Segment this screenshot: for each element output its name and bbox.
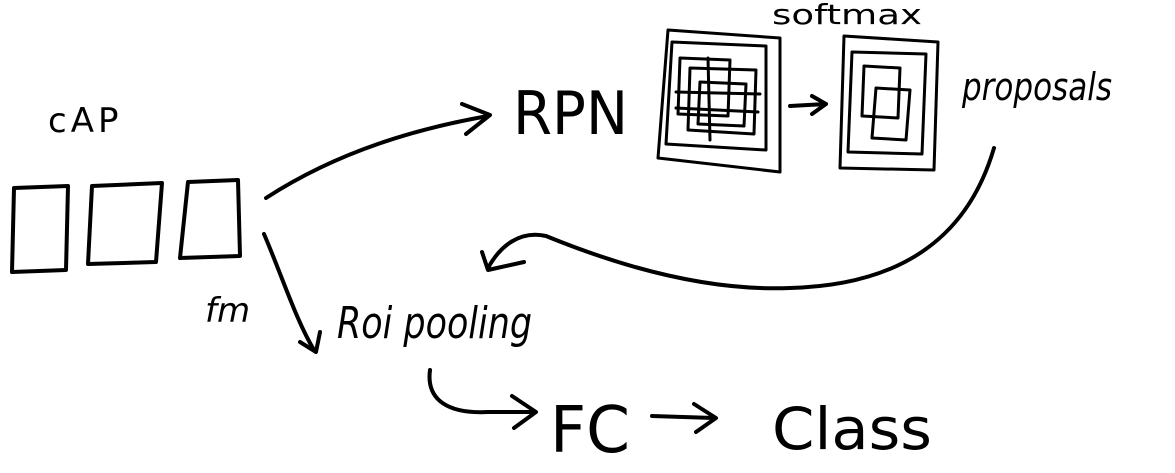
roi-pooling-label: Roi pooling — [337, 298, 532, 349]
fc-label: FC — [550, 394, 630, 468]
softmax-arrow — [788, 94, 828, 116]
softmax-label: softmax — [772, 0, 922, 31]
rpn-anchor-box-1 — [676, 56, 732, 118]
arrows — [262, 102, 996, 434]
arrow-to-roi-pooling — [262, 232, 322, 354]
proposals-label: proposals — [961, 65, 1112, 109]
softmax-grid-inner-frame — [846, 50, 928, 156]
arrow-to-rpn — [264, 102, 492, 200]
fm-label: fm — [205, 291, 250, 331]
feature-map-box-3 — [178, 178, 242, 260]
softmax-selected-box-1 — [860, 64, 902, 120]
feature-map-box-2 — [86, 181, 164, 266]
feature-map-box-1 — [10, 184, 70, 274]
arrow-fc-to-class — [650, 402, 718, 434]
rpn-anchor-box-3 — [696, 80, 748, 128]
softmax-selected-box-2 — [870, 86, 912, 142]
rpn-anchor-lines — [674, 56, 762, 142]
softmax-output-grid — [838, 34, 940, 172]
arrow-proposals-to-roi — [480, 146, 996, 291]
rpn-grid-outer-frame — [656, 28, 782, 174]
arrow-to-fc — [427, 368, 538, 430]
rpn-anchor-grid — [656, 28, 782, 174]
class-label: Class — [772, 395, 932, 463]
rpn-label: RPN — [513, 79, 628, 149]
softmax-grid-outer-frame — [838, 34, 940, 172]
rpn-grid-inner-frame — [664, 40, 768, 152]
cap-label: cAP — [48, 101, 122, 141]
feature-map-group — [10, 178, 242, 274]
